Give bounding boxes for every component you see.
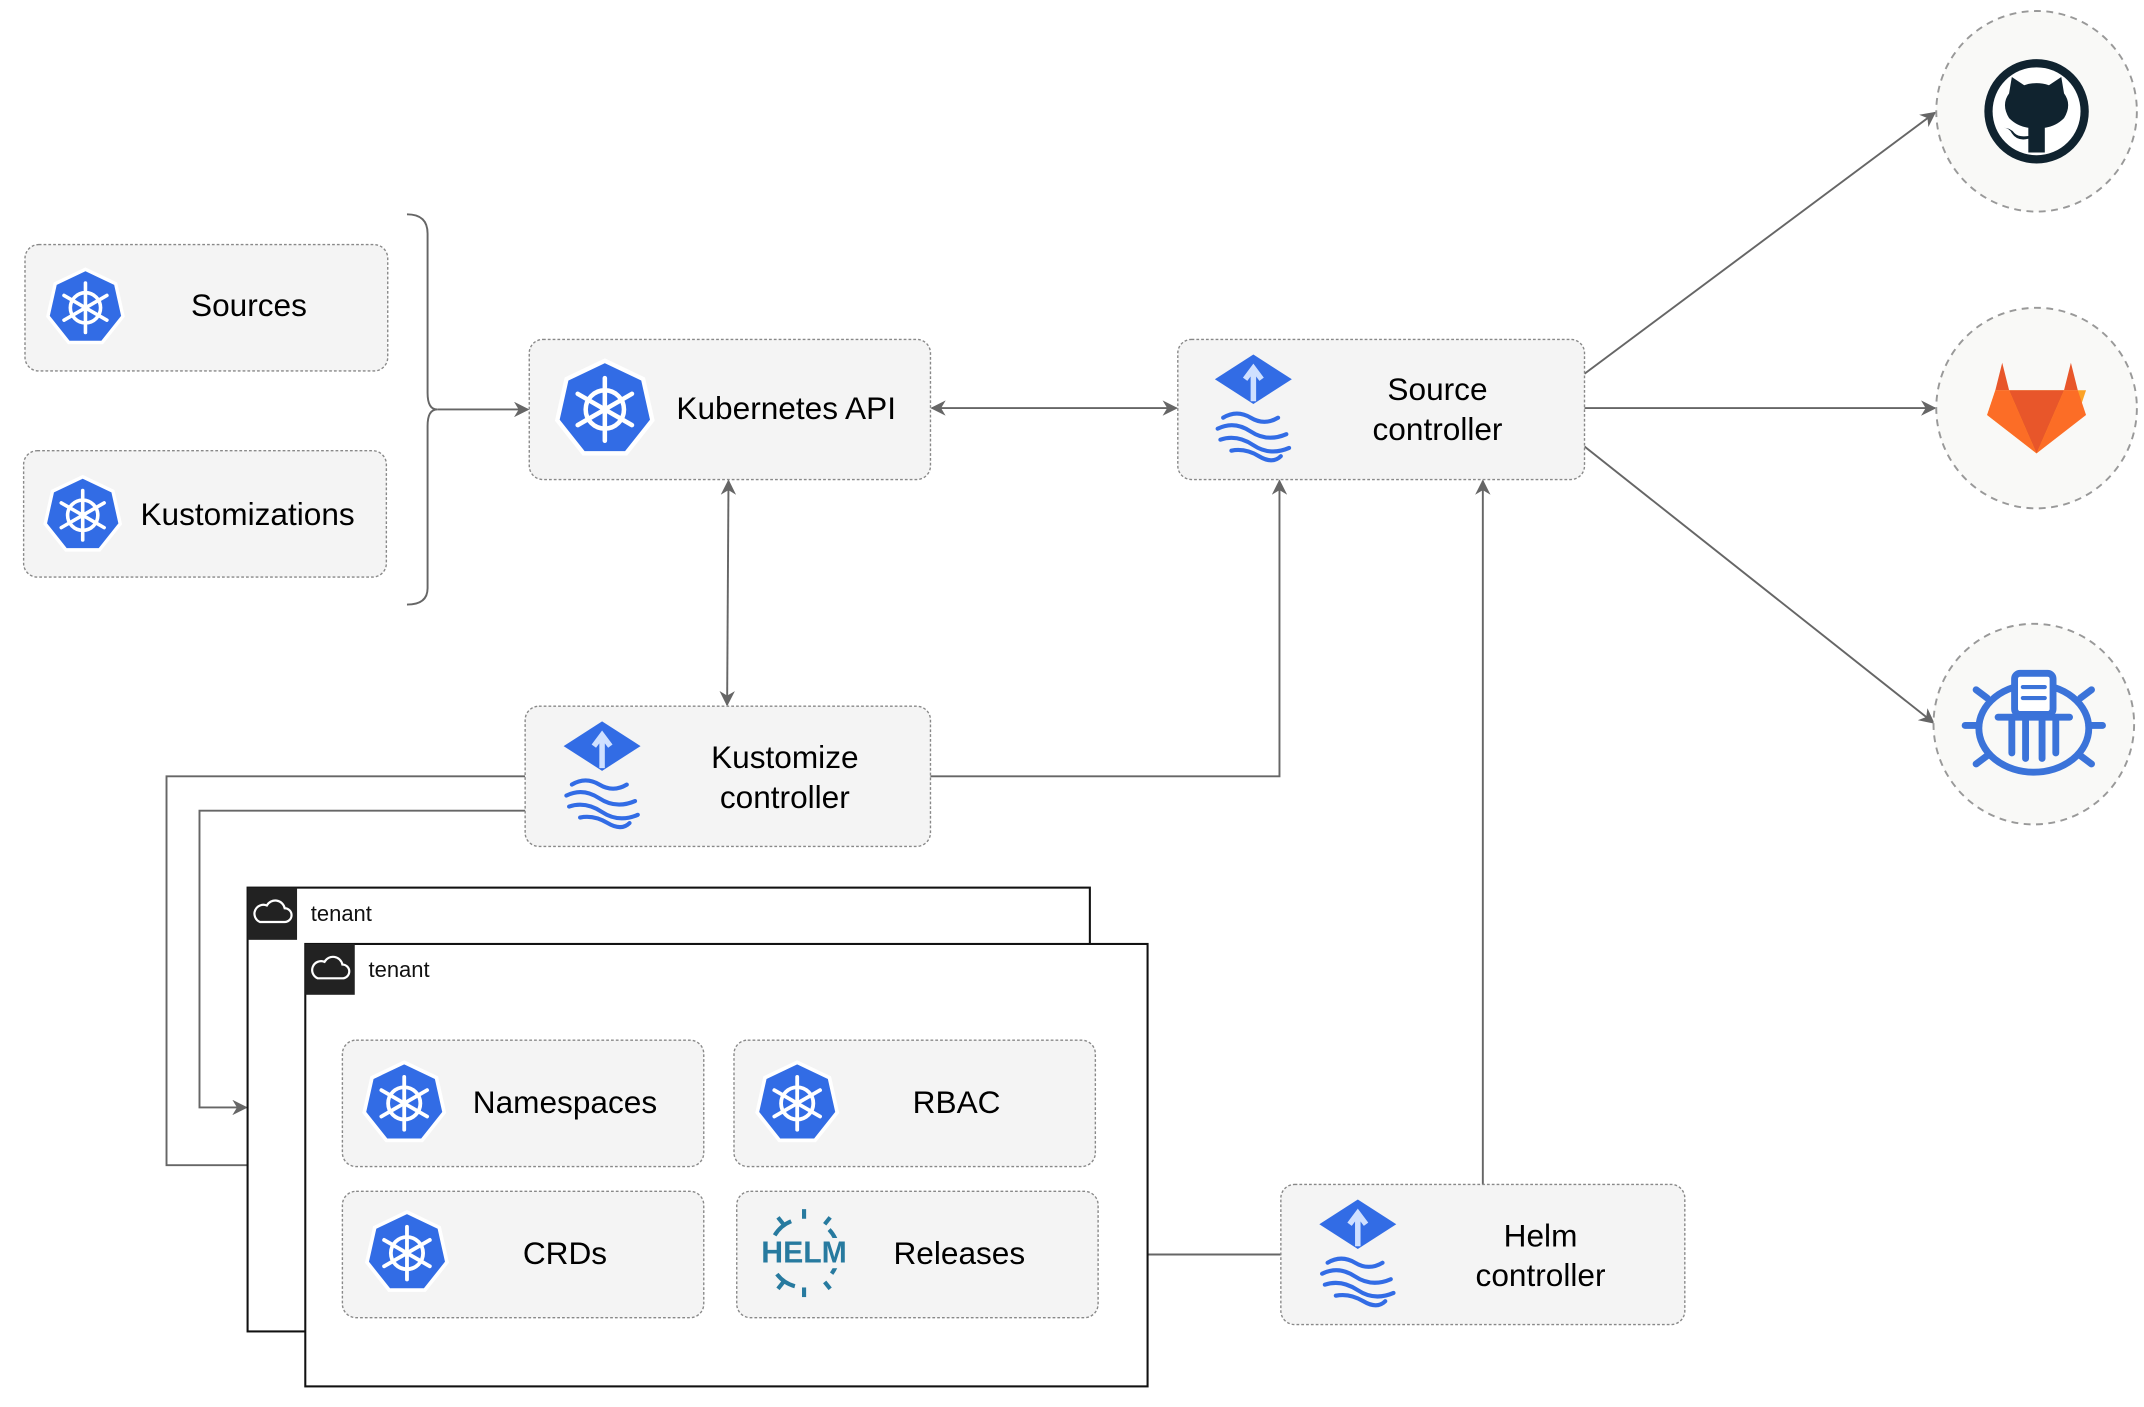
node-kustomizations[interactable]: Kustomizations — [22, 449, 388, 578]
kubernetes-icon — [557, 361, 652, 454]
node-label: Kustomize — [711, 739, 858, 775]
node-releases[interactable]: HELM Releases — [736, 1190, 1099, 1319]
github-icon — [1984, 59, 2089, 164]
svg-text:HELM: HELM — [761, 1236, 847, 1269]
node-namespaces[interactable]: Namespaces — [341, 1039, 705, 1168]
node-label: Sources — [191, 287, 307, 323]
kubernetes-icon — [362, 1060, 447, 1143]
bucket-icon — [1961, 669, 2106, 776]
node-label: Source — [1387, 371, 1487, 407]
gitlab-node[interactable] — [1935, 306, 2138, 510]
kubernetes-icon — [43, 474, 123, 552]
node-label: controller — [1373, 411, 1503, 447]
node-helm-controller[interactable]: Helm controller — [1280, 1183, 1686, 1326]
group-bracket — [406, 213, 438, 606]
kubernetes-icon — [755, 1060, 840, 1143]
edge-source-to-github — [1583, 111, 1937, 375]
node-crds[interactable]: CRDs — [341, 1190, 705, 1319]
helm-icon: HELM — [757, 1209, 851, 1298]
node-label: Kubernetes API — [676, 390, 896, 426]
node-source-controller[interactable]: Source controller — [1177, 338, 1586, 481]
github-node[interactable] — [1935, 10, 2138, 213]
node-label: Namespaces — [473, 1084, 657, 1120]
edge-kustomize-to-tenant-back — [198, 809, 526, 1116]
gitlab-icon — [1987, 362, 2087, 454]
node-label: controller — [1476, 1257, 1606, 1293]
node-kustomize-controller[interactable]: Kustomize controller — [524, 705, 932, 848]
node-label: controller — [720, 779, 850, 815]
edge-kustomize-to-source-controller — [930, 479, 1288, 778]
node-label: Kustomizations — [140, 496, 354, 532]
tenant-label: tenant — [369, 957, 430, 982]
tenant-label: tenant — [311, 901, 372, 926]
node-rbac[interactable]: RBAC — [733, 1039, 1097, 1168]
node-label: RBAC — [913, 1084, 1001, 1120]
node-label: Helm — [1504, 1217, 1578, 1253]
node-label: Releases — [893, 1235, 1025, 1271]
node-label: CRDs — [523, 1235, 607, 1271]
node-sources[interactable]: Sources — [24, 243, 389, 372]
edge-kubernetes-api-kustomize-controller — [719, 479, 737, 707]
edge-source-to-bucket — [1583, 445, 1935, 724]
kubernetes-icon — [46, 267, 125, 345]
node-kubernetes-api[interactable]: Kubernetes API — [528, 338, 932, 481]
edge-kustomize-to-tenant-front — [165, 775, 526, 1173]
bucket-node[interactable] — [1932, 622, 2136, 826]
kubernetes-icon — [365, 1210, 449, 1292]
